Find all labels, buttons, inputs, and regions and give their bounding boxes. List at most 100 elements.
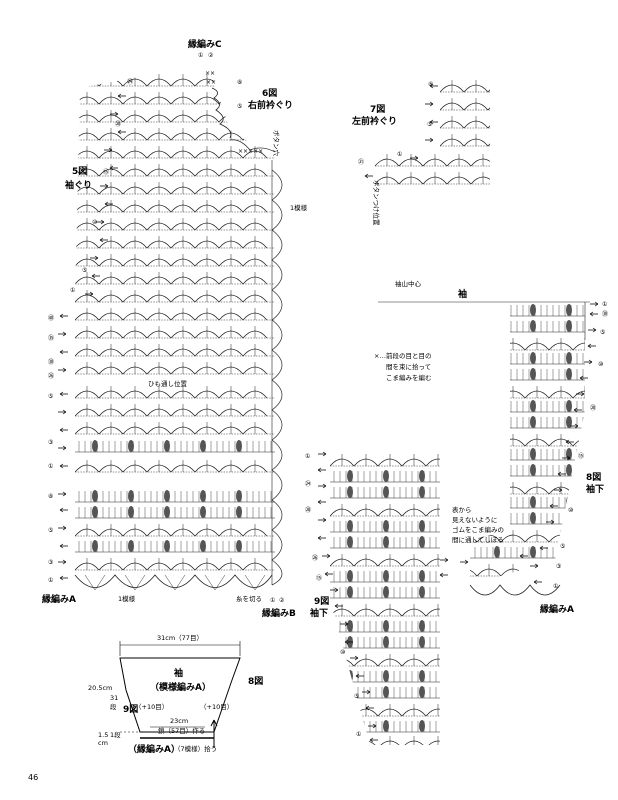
row-1-upper: ① bbox=[70, 287, 75, 294]
fig9-row-1b: ① bbox=[356, 731, 361, 738]
fig7-chart bbox=[375, 79, 490, 185]
schem-h1-unit: 段 bbox=[110, 702, 117, 711]
row-35: ㉟ bbox=[48, 334, 54, 342]
label-cut-yarn: 糸を切る bbox=[236, 594, 262, 603]
elastic-l3: ゴムをこま編みの bbox=[452, 525, 504, 534]
fig7-arrows bbox=[364, 83, 439, 179]
edging-b-column bbox=[271, 160, 283, 586]
label-sleeve-center: 袖山中心 bbox=[395, 279, 422, 288]
fig8-chart bbox=[405, 303, 585, 577]
label-edging-c: 縁編みC bbox=[188, 38, 222, 50]
schem-pattern: （模様編みA） bbox=[150, 681, 211, 693]
schem-pickup: （7模様）拾う bbox=[174, 744, 217, 753]
labels: 縁編みC ① ② ㉔ ⑧ 6図 右前衿ぐり ⑤ ⑳ ボタン穴 ⑮ 5図 袖ぐり … bbox=[28, 38, 608, 782]
main-bottom-scallops bbox=[74, 574, 273, 591]
fig8-row-1: ① bbox=[602, 301, 607, 308]
fig9-row-26: ㉖ bbox=[312, 554, 318, 562]
fig9-row-24: ㉔ bbox=[305, 480, 311, 488]
row-3-low: ③ bbox=[48, 559, 53, 566]
fig9-row-15: ⑮ bbox=[316, 574, 322, 582]
fig8-arrows bbox=[529, 301, 599, 585]
fig8-row-10b: ⑩ bbox=[568, 507, 573, 514]
row-5-low: ⑤ bbox=[48, 527, 53, 534]
fig8-bottom-scallops bbox=[469, 584, 561, 596]
page-number: 46 bbox=[28, 773, 38, 782]
row-b-1: ① bbox=[270, 597, 275, 604]
label-edging-a-left: 縁編みA bbox=[42, 593, 76, 605]
schem-top-width: 31cm（77目） bbox=[157, 634, 203, 642]
fig9-row-1: ① bbox=[305, 453, 310, 460]
schem-h2-rows: 1段 bbox=[110, 730, 121, 739]
elastic-l1: 表から bbox=[452, 505, 472, 514]
label-fig9-num: 9図 bbox=[314, 596, 329, 607]
row-3-left: ③ bbox=[48, 439, 53, 446]
fig7-row-1: ① bbox=[397, 151, 402, 158]
row-26: ㉖ bbox=[48, 372, 54, 380]
row-9: ⑧ bbox=[48, 493, 53, 500]
label-button-position: ボタンつけ位置 bbox=[372, 180, 381, 226]
fig9-row-10: ⑩ bbox=[340, 649, 345, 656]
x-note-l1: ×…前段の目と目の bbox=[374, 351, 431, 360]
label-fig5-name: 袖ぐり bbox=[64, 179, 92, 191]
schem-h1-rows: 31 bbox=[110, 694, 118, 702]
neckline-edging-c: ×× ×× ××××× bbox=[205, 70, 276, 155]
fig8-row-10: ⑩ bbox=[598, 361, 603, 368]
svg-text:××: ×× bbox=[205, 70, 215, 77]
fig8-top-line bbox=[378, 301, 590, 340]
schem-h2-cm: cm bbox=[98, 739, 108, 747]
fig8-row-20: ⑳ bbox=[590, 404, 596, 412]
label-buttonhole: ボタン穴 bbox=[272, 130, 281, 157]
fig8-row-1b: ① bbox=[553, 583, 558, 590]
schem-fig8-ref: 8図 bbox=[248, 676, 263, 687]
schem-h2: 1.5 bbox=[98, 731, 108, 739]
row-1-low: ① bbox=[48, 577, 53, 584]
label-fig5-num: 5図 bbox=[72, 166, 87, 177]
label-fig7-num: 7図 bbox=[370, 104, 385, 115]
elastic-l4: 間に通してしぼる bbox=[452, 535, 504, 544]
svg-text:××: ×× bbox=[206, 79, 216, 86]
schem-name: 袖 bbox=[173, 667, 183, 679]
fig9-chart bbox=[330, 453, 440, 745]
row-20: ⑳ bbox=[115, 120, 121, 128]
row-1-mid: ① bbox=[48, 463, 53, 470]
fig8-row-15: ⑮ bbox=[578, 452, 584, 460]
fig8-row-30: ㉚ bbox=[602, 310, 608, 318]
fig9-row-5: ⑤ bbox=[354, 693, 359, 700]
label-c-1: ① bbox=[198, 52, 203, 59]
row-30: ㉚ bbox=[48, 358, 54, 366]
row-15: ⑮ bbox=[103, 168, 109, 176]
fig8-row-5b: ⑤ bbox=[560, 543, 565, 550]
sleeve-schematic bbox=[119, 641, 241, 748]
fig7-row-5: ⑤ bbox=[427, 121, 432, 128]
label-c-2: ② bbox=[208, 52, 214, 59]
schem-chain-note: 鎖（57目）作る bbox=[158, 726, 205, 735]
schem-plus10-right: （+10目） bbox=[200, 703, 233, 711]
row-arrows-left bbox=[57, 93, 127, 581]
label-cord-position: ひも通し位置 bbox=[148, 379, 188, 388]
fig7-row-8: ⑧ bbox=[428, 81, 433, 88]
row-5-right: ⑤ bbox=[237, 103, 242, 110]
x-note-l2: 間を束に拾って bbox=[386, 362, 431, 371]
schem-edge-label: （縁編みA） bbox=[128, 743, 180, 755]
fig9-row-20: ⑳ bbox=[305, 506, 311, 514]
row-8: ⑧ bbox=[237, 79, 242, 86]
row-b-2: ② bbox=[279, 597, 285, 604]
schem-h1: 20.5cm bbox=[88, 684, 112, 692]
elastic-l2: 見えないように bbox=[452, 516, 497, 524]
label-pattern-repeat-bottom: 1模様 bbox=[118, 594, 136, 603]
fig8-row-3: ③ bbox=[556, 563, 561, 570]
row-5-left: ⑤ bbox=[82, 267, 87, 274]
fig7-row-71: ㉑ bbox=[358, 158, 364, 166]
row-10: ⑩ bbox=[92, 219, 97, 226]
label-fig8-name: 袖下 bbox=[585, 483, 604, 495]
schem-bottom-width: 23cm bbox=[170, 717, 188, 725]
label-fig6-num: 6図 bbox=[262, 88, 277, 99]
x-note-l3: こま編みを編む bbox=[386, 373, 432, 382]
label-edging-a-fig8: 縁編みA bbox=[540, 603, 574, 615]
label-edging-b: 縁編みB bbox=[262, 607, 296, 619]
label-fig6-name: 右前衿ぐり bbox=[247, 99, 293, 111]
label-fig8-num: 8図 bbox=[586, 472, 601, 483]
label-sleeve-fig8: 袖 bbox=[457, 288, 467, 300]
